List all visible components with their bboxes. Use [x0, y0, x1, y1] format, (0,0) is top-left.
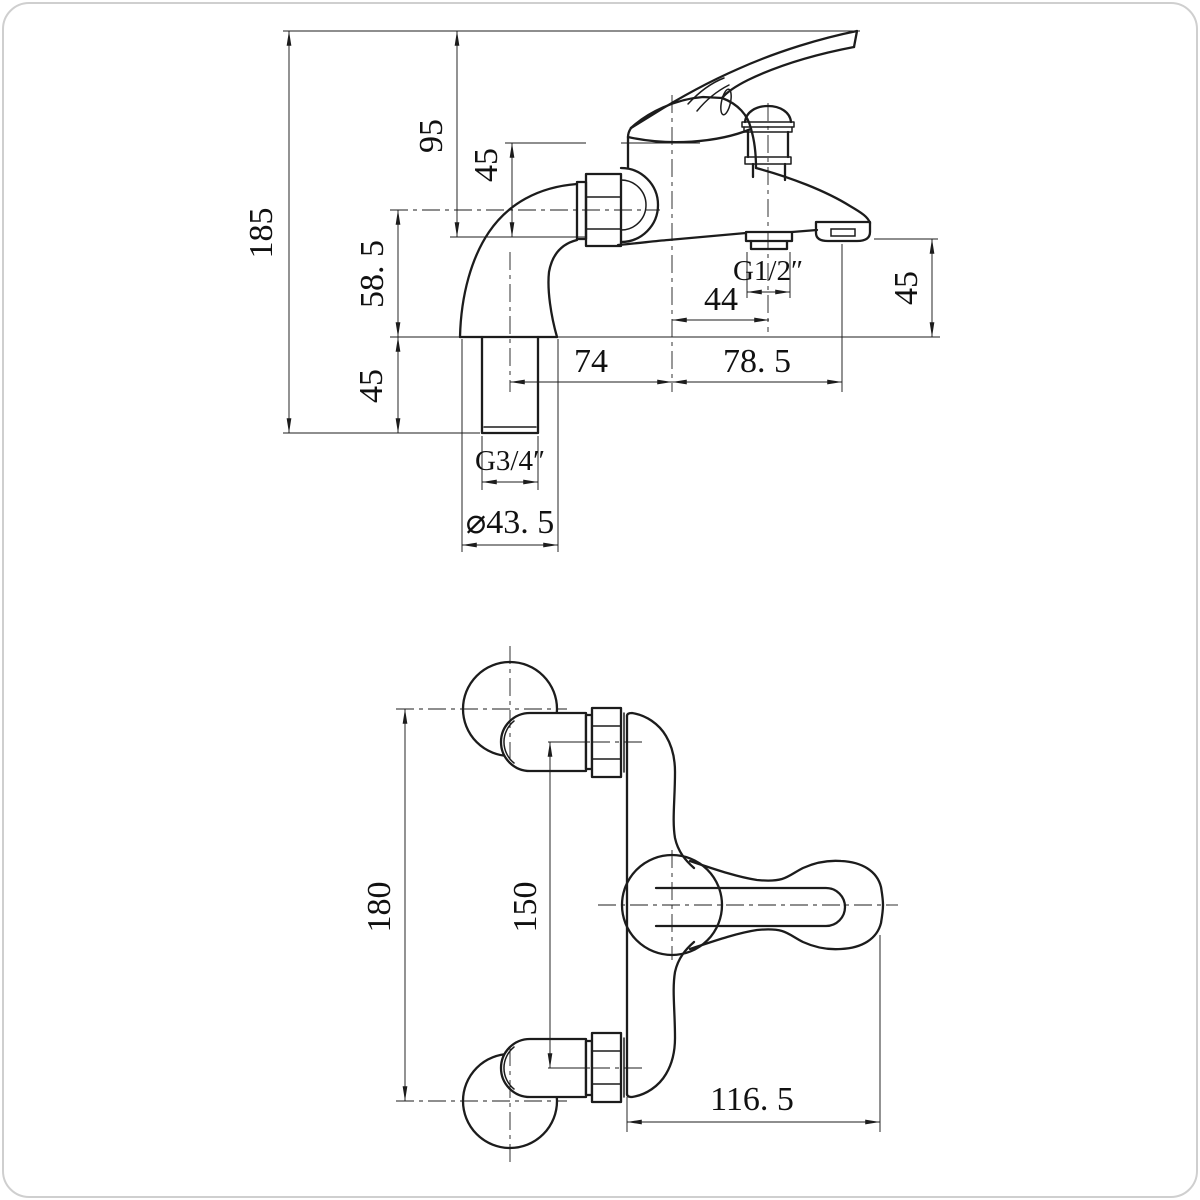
tailpiece	[480, 335, 540, 435]
extension-line-dia	[461, 339, 559, 552]
aerator-outlet	[830, 228, 856, 237]
body-outline-lower	[625, 940, 696, 1099]
lower-hex-nut	[590, 1031, 623, 1104]
diverter-bead	[741, 121, 795, 128]
dim-label-flange-centres: 180	[361, 882, 398, 933]
diverter-flange	[744, 156, 792, 165]
lever-tip	[852, 29, 859, 49]
upper-nut-facet	[591, 725, 622, 760]
dim-label-shower-thread: G1/2″	[733, 255, 803, 287]
pillar-outer-curve	[458, 182, 579, 339]
dim-label-base-diameter: ⌀43. 5	[466, 504, 554, 541]
front-view: 180 150 116. 5	[361, 646, 898, 1164]
dim-label-spout-reach: 78. 5	[723, 343, 791, 380]
dim-label-inlet-height: 45	[468, 148, 505, 182]
spout-underside	[790, 228, 819, 234]
cap-right	[720, 96, 753, 131]
upper-hex-nut	[590, 706, 623, 779]
lever-accent-line	[696, 84, 730, 112]
handle-outline-bottom	[688, 903, 885, 951]
dim-label-inlet-drop: 95	[413, 119, 450, 153]
lever-bottom-edge	[720, 45, 856, 100]
aerator-housing	[814, 220, 872, 243]
inlet-boss-outer	[619, 166, 660, 244]
body-outline-upper	[625, 711, 696, 870]
shower-outlet-step	[749, 239, 789, 251]
dim-label-deck-to-inlet: 58. 5	[354, 240, 391, 308]
dim-label-diverter-offset: 44	[704, 281, 738, 318]
side-view: 185 95 45 58. 5 45 74 78. 5 44 G1/2″ 45 …	[243, 29, 940, 552]
dim-label-overall-height: 185	[243, 208, 280, 259]
upper-union-body	[499, 711, 588, 773]
body-right-edge	[749, 127, 758, 170]
dim-label-union-centres: 150	[507, 882, 544, 933]
pillar-inner-curve	[547, 238, 579, 339]
dim-label-centre-to-tail: 74	[574, 343, 608, 380]
diverter-cylinder	[746, 130, 790, 159]
shower-outlet-flange	[744, 230, 794, 243]
cap-bottom	[626, 127, 753, 144]
handle-top-face	[654, 886, 847, 928]
inlet-collar	[575, 180, 588, 241]
spout-top-edge	[754, 166, 872, 225]
lower-union-body	[499, 1037, 588, 1099]
body-underside	[616, 231, 748, 247]
lower-nut-facet	[591, 1050, 622, 1085]
dim-label-tail-thread: G3/4″	[475, 445, 545, 477]
dim-label-handle-reach: 116. 5	[710, 1081, 794, 1118]
lever-accent-line	[687, 77, 725, 105]
cap-top	[629, 95, 724, 130]
inlet-boss-inner	[620, 179, 647, 231]
cap-left	[626, 126, 633, 139]
handle-outline-top	[688, 859, 885, 907]
diverter-bead	[743, 126, 793, 133]
dim-label-tail-length: 45	[353, 369, 390, 403]
dim-label-spout-height: 45	[888, 271, 925, 305]
